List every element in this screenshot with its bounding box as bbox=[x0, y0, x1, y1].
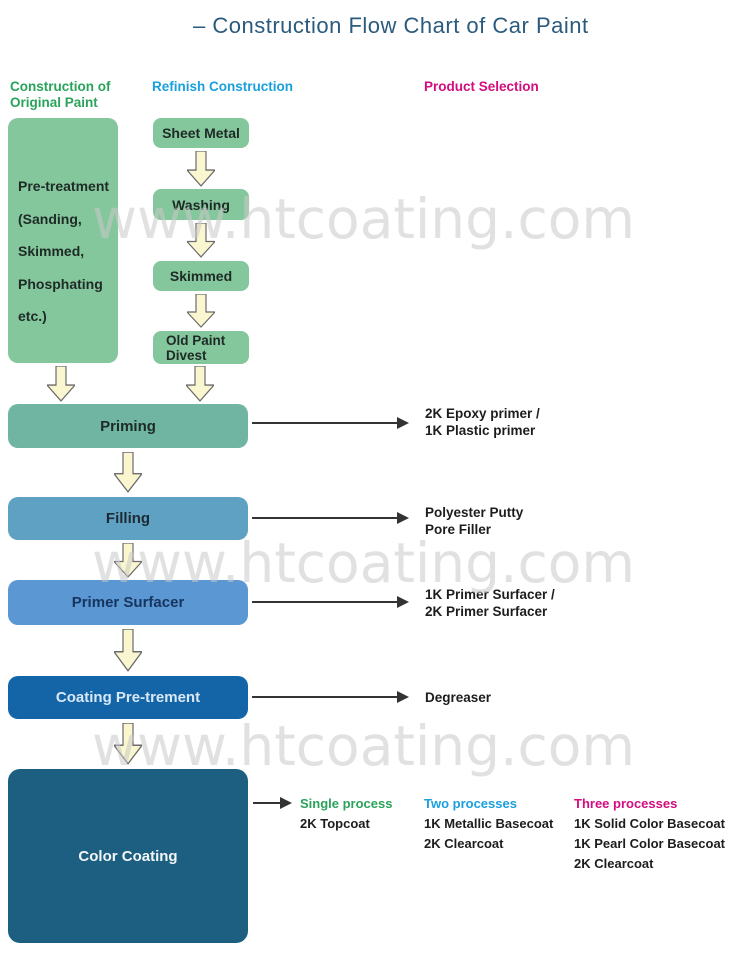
down-arrow-icon bbox=[187, 151, 215, 187]
product-priming: 2K Epoxy primer / 1K Plastic primer bbox=[425, 406, 540, 438]
column-header-refinish: Refinish Construction bbox=[152, 79, 293, 94]
down-arrow-icon bbox=[186, 366, 214, 402]
right-arrow-priming bbox=[252, 417, 409, 429]
step-primer-surfacer: Primer Surfacer bbox=[8, 580, 248, 625]
column-header-product-selection: Product Selection bbox=[424, 79, 539, 94]
step-sheet-metal: Sheet Metal bbox=[153, 118, 249, 148]
step-washing: Washing bbox=[153, 189, 249, 220]
option-two-header: Two processes bbox=[424, 796, 517, 811]
down-arrow-icon bbox=[187, 223, 215, 258]
option-single-items: 2K Topcoat bbox=[300, 816, 370, 831]
step-old-paint-divest: Old Paint Divest bbox=[153, 331, 249, 364]
option-two-processes: Two processes 1K Metallic Basecoat 2K Cl… bbox=[424, 794, 553, 854]
product-filling: Polyester Putty Pore Filler bbox=[425, 505, 524, 537]
product-primer-surfacer: 1K Primer Surfacer / 2K Primer Surfacer bbox=[425, 587, 555, 619]
right-arrow-color-coating bbox=[253, 797, 292, 809]
down-arrow-icon bbox=[47, 366, 75, 402]
pretreatment-box: Pre-treatment (Sanding, Skimmed, Phospha… bbox=[8, 118, 118, 363]
step-color-coating: Color Coating bbox=[8, 769, 248, 943]
step-coating-pretreatment: Coating Pre-trement bbox=[8, 676, 248, 719]
right-arrow-degreaser bbox=[252, 691, 409, 703]
page-title: – Construction Flow Chart of Car Paint bbox=[193, 13, 589, 38]
down-arrow-icon bbox=[114, 543, 142, 578]
option-two-items: 1K Metallic Basecoat 2K Clearcoat bbox=[424, 816, 554, 851]
down-arrow-icon bbox=[187, 294, 215, 328]
watermark: www.htcoating.com bbox=[92, 714, 635, 778]
step-filling: Filling bbox=[8, 497, 248, 540]
option-single-header: Single process bbox=[300, 796, 393, 811]
step-skimmed: Skimmed bbox=[153, 261, 249, 291]
column-header-original-paint: Construction of Original Paint bbox=[10, 79, 111, 110]
right-arrow-filling bbox=[252, 512, 409, 524]
down-arrow-icon bbox=[114, 452, 142, 493]
product-degreaser: Degreaser bbox=[425, 690, 492, 705]
option-three-processes: Three processes 1K Solid Color Basecoat … bbox=[574, 794, 725, 874]
option-three-header: Three processes bbox=[574, 796, 678, 811]
down-arrow-icon bbox=[114, 629, 142, 672]
step-priming: Priming bbox=[8, 404, 248, 448]
right-arrow-primer-surfacer bbox=[252, 596, 409, 608]
option-three-items: 1K Solid Color Basecoat 1K Pearl Color B… bbox=[574, 816, 726, 871]
option-single-process: Single process 2K Topcoat bbox=[300, 794, 392, 834]
down-arrow-icon bbox=[114, 723, 142, 765]
